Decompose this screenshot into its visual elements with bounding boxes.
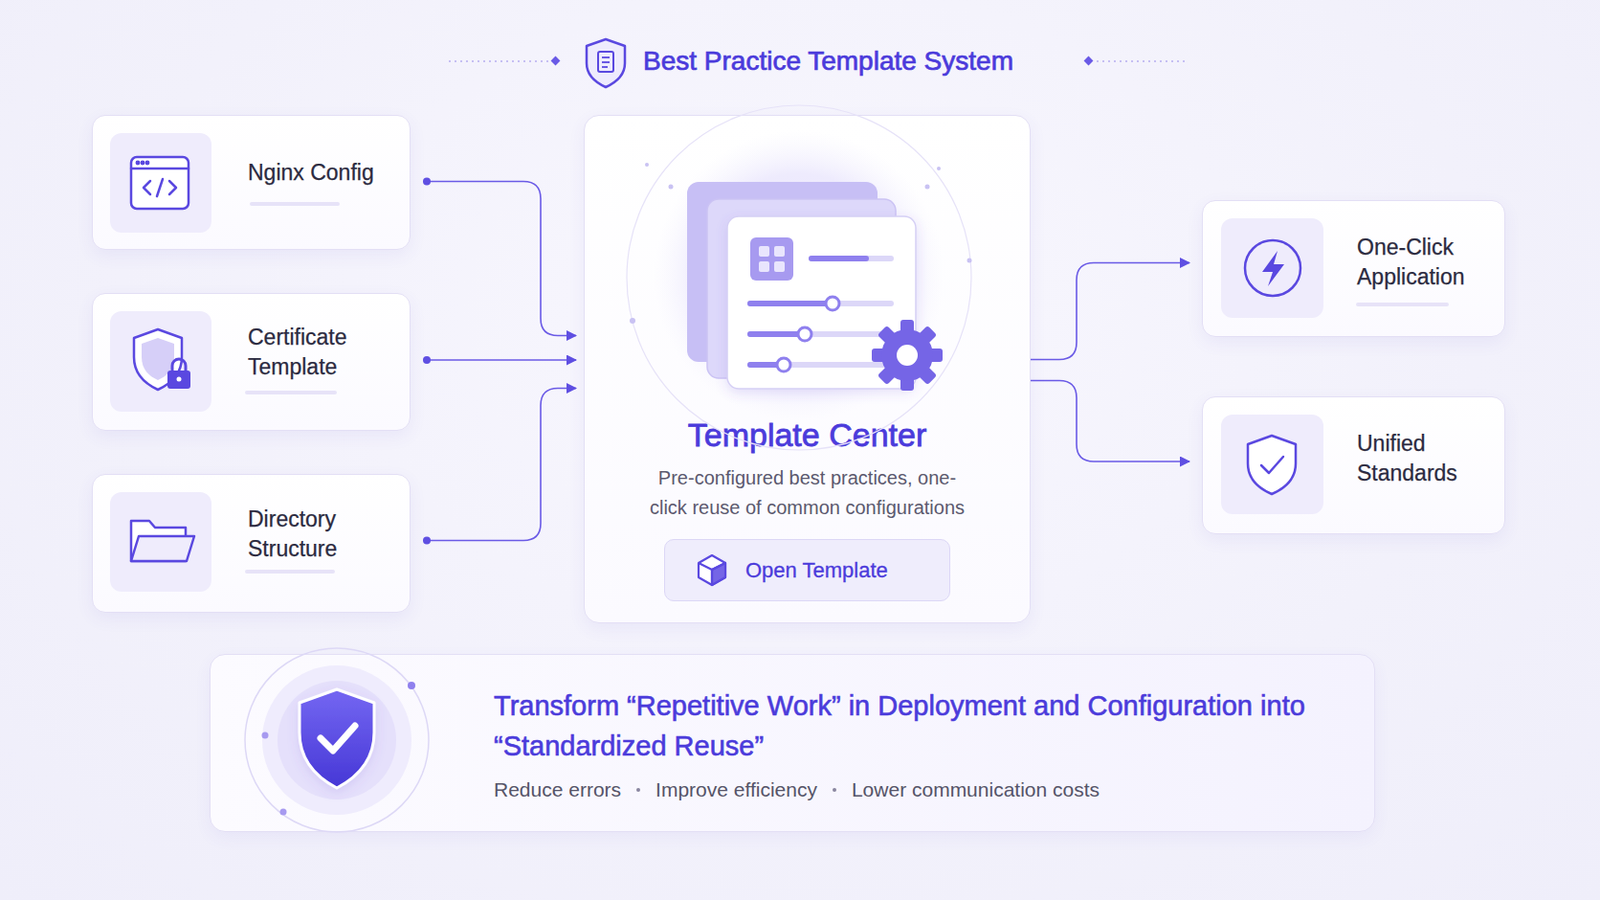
box-label: Certificate Template bbox=[247, 322, 392, 382]
box-label: Directory Structure bbox=[247, 504, 392, 564]
summary-band: Transform “Repetitive Work” in Deploymen… bbox=[209, 653, 1376, 832]
box-label-group: One-Click Application bbox=[1356, 232, 1501, 292]
benefit-row: Reduce errors Improve efficiency Lower com… bbox=[493, 776, 1100, 803]
hub-title: Template Center bbox=[584, 414, 1030, 455]
process-box: Unified Standards bbox=[1201, 396, 1506, 534]
hub-box: Template CenterPre-configured best pract… bbox=[583, 114, 1031, 623]
benefit-item: Lower communication costs bbox=[851, 776, 1100, 803]
process-box: Directory Structure bbox=[91, 473, 411, 613]
process-box: One-Click Application bbox=[1201, 200, 1506, 337]
hub-description: Pre-configured best practices, one-click… bbox=[597, 463, 1019, 523]
action-button: Open Template bbox=[664, 538, 951, 601]
process-box: Certificate Template bbox=[91, 292, 411, 431]
connector-arrow bbox=[426, 181, 577, 336]
band-heading: Transform “Repetitive Work” in Deploymen… bbox=[493, 685, 1365, 766]
diagram-title: Best Practice Template System bbox=[643, 44, 1014, 79]
box-label-group: Nginx Config bbox=[247, 157, 375, 188]
button-label: Open Template bbox=[745, 557, 889, 583]
connector-arrow bbox=[426, 358, 577, 361]
box-label: Unified Standards bbox=[1356, 428, 1501, 489]
box-label-group: Directory Structure bbox=[247, 504, 392, 564]
box-label: One-Click Application bbox=[1356, 232, 1501, 292]
title-shield-icon bbox=[586, 39, 625, 88]
box-label-group: Certificate Template bbox=[247, 322, 392, 382]
benefit-item: Improve efficiency bbox=[655, 776, 818, 803]
box-label-group: Unified Standards bbox=[1356, 428, 1501, 489]
connector-arrow bbox=[1030, 263, 1190, 360]
box-label: Nginx Config bbox=[247, 157, 375, 188]
connector-arrow bbox=[1030, 380, 1190, 463]
connector-arrow bbox=[426, 388, 577, 541]
separator-dot bbox=[636, 787, 641, 792]
benefit-item: Reduce errors bbox=[493, 776, 622, 803]
separator-dot bbox=[832, 787, 837, 792]
process-box: Nginx Config bbox=[91, 114, 411, 250]
